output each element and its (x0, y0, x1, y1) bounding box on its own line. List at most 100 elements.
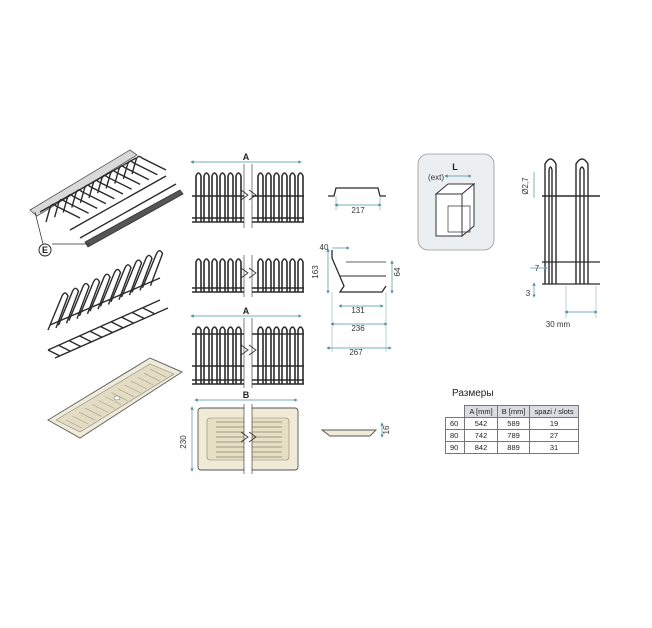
tray-side-profile: 16 (320, 422, 391, 438)
label-A-top: A (243, 152, 250, 162)
front-wire (257, 326, 264, 384)
spec-header-b: B [mm] (496, 405, 531, 418)
label-ext: (ext) (428, 173, 444, 182)
front-wire (219, 172, 226, 222)
front-wire (211, 258, 218, 292)
wire-hook-detail: Ø2,7 7 3 30 mm (521, 158, 600, 329)
rack-wire (110, 264, 132, 303)
box-detail-l: L (ext) (417, 153, 495, 251)
rack-wire (110, 321, 124, 329)
table-cell: 842 (464, 441, 498, 454)
tray-rib (124, 384, 141, 394)
rack-wire (47, 349, 61, 357)
hook-wire (579, 166, 585, 284)
front-wire (297, 258, 304, 292)
rack-wire (121, 316, 134, 324)
tray-top-view-b: B 230 (179, 390, 299, 474)
rack-wire (131, 254, 153, 293)
front-wire (227, 326, 234, 384)
front-wire (265, 172, 272, 222)
label-A-lower: A (243, 306, 250, 316)
rack-wire (99, 268, 122, 307)
front-view-rack-middle (192, 255, 304, 297)
label-B: B (243, 390, 250, 400)
front-wire (203, 258, 210, 292)
tray-rib (72, 415, 89, 425)
hook-wire (575, 158, 589, 284)
front-wire (219, 258, 226, 292)
dim-267: 267 (349, 348, 363, 357)
table-cell: 27 (529, 429, 579, 442)
front-wire (281, 172, 288, 222)
rack-wire (79, 335, 92, 343)
front-wire (203, 326, 210, 384)
spec-header-size (444, 405, 466, 418)
rack-wire (141, 250, 164, 288)
front-wire (203, 172, 210, 222)
front-wire (195, 172, 202, 222)
front-wire (219, 326, 226, 384)
rack-wire (100, 325, 113, 334)
dim-3: 3 (526, 289, 531, 298)
label-E-callout: E (34, 211, 90, 257)
front-wire (281, 326, 288, 384)
table-row: 80 742 789 27 (444, 429, 579, 442)
front-wire (257, 172, 264, 222)
front-wire (195, 326, 202, 384)
rack-wire (142, 307, 155, 315)
front-wire (289, 258, 296, 292)
rack-wire (89, 273, 111, 312)
tray-rib (104, 396, 122, 405)
dim-30mm: 30 mm (546, 320, 571, 329)
rack-wire (68, 339, 82, 348)
table-cell: 889 (496, 441, 531, 454)
dim-163: 163 (311, 265, 320, 279)
front-wire (227, 258, 234, 292)
front-wire (235, 258, 242, 292)
front-wire (235, 326, 242, 384)
front-wire (227, 172, 234, 222)
front-wire (273, 172, 280, 222)
tray-rib (130, 380, 148, 390)
dim-217: 217 (351, 206, 365, 215)
front-wire (265, 326, 272, 384)
iso-rack-tall (47, 250, 169, 359)
tray-rib (98, 400, 115, 409)
tray-rib (143, 372, 161, 382)
front-wire (257, 258, 264, 292)
spec-table-header-row: A [mm] B [mm] spazi / slots (444, 405, 579, 418)
rack-wire (120, 259, 143, 298)
table-cell: 789 (496, 429, 531, 442)
rack-wire (89, 330, 103, 338)
table-cell: 90 (444, 441, 466, 454)
tray-rib (117, 388, 135, 398)
front-view-rack-a-lower: A (190, 306, 304, 388)
front-wire (235, 172, 242, 222)
rack-wire (131, 311, 145, 320)
tray-rib (91, 404, 109, 413)
label-L: L (452, 162, 458, 172)
rack-wire (131, 155, 167, 175)
table-row: 60 542 589 19 (444, 417, 579, 430)
front-wire (211, 172, 218, 222)
front-wire (265, 258, 272, 292)
spec-header-slots: spazi / slots (529, 405, 579, 418)
dim-230: 230 (179, 435, 188, 449)
iso-rack-top (29, 149, 184, 248)
dim-16: 16 (382, 425, 391, 434)
iso-drip-tray (47, 357, 184, 439)
spec-table: A [mm] B [mm] spazi / slots 60 542 589 1… (444, 405, 579, 454)
dim-7: 7 (535, 264, 540, 273)
tray-rib (78, 411, 96, 421)
front-wire (273, 326, 280, 384)
tray-rib (65, 419, 83, 429)
table-cell: 542 (464, 417, 498, 430)
profile-217: 217 (328, 187, 386, 215)
front-wire (211, 326, 218, 384)
front-wire (195, 258, 202, 292)
front-wire (273, 258, 280, 292)
table-cell: 589 (496, 417, 531, 430)
tray-rib (137, 376, 154, 386)
tray-rib (150, 369, 167, 378)
